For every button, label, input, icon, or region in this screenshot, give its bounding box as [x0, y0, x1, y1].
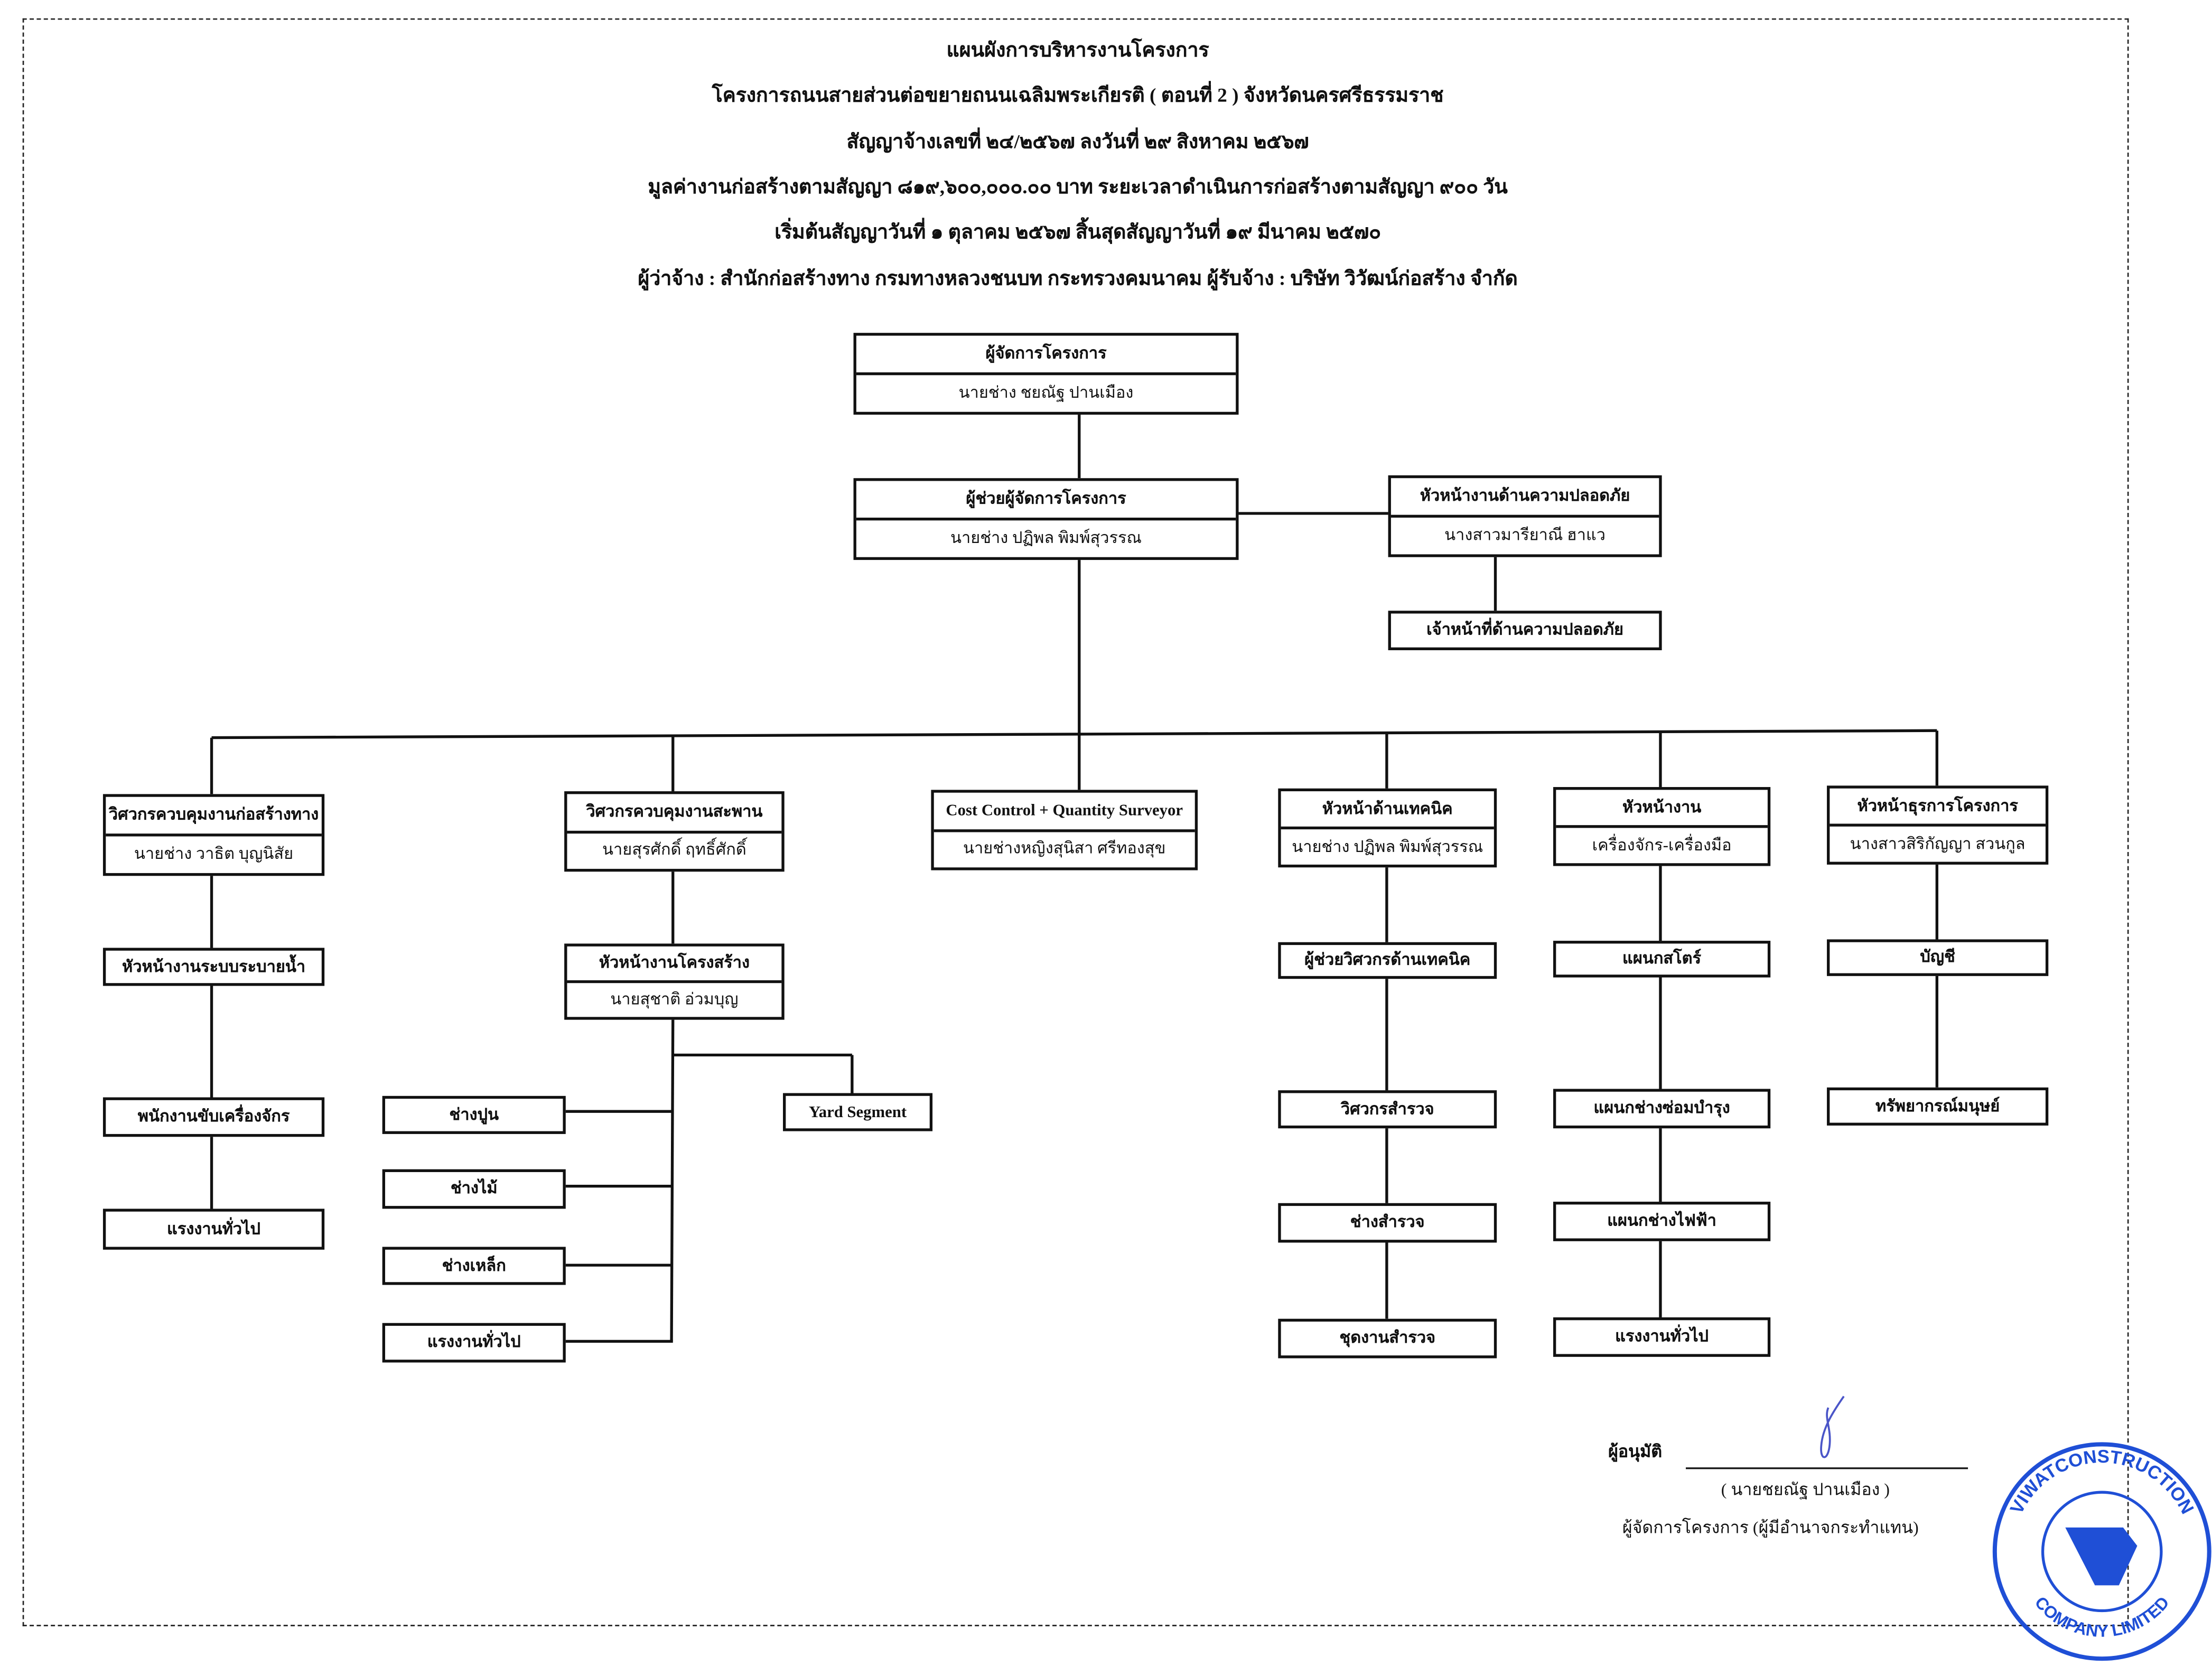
box-title: วิศวกรสำรวจ	[1340, 1101, 1434, 1118]
box-title: แรงงานทั่วไป	[167, 1221, 261, 1238]
box-person: นายช่าง ปฏิพล พิมพ์สุวรรณ	[1281, 826, 1494, 865]
general-labor-box: แรงงานทั่วไป	[382, 1323, 566, 1363]
project-name: โครงการถนนสายส่วนต่อขยายถนนเฉลิมพระเกียร…	[712, 86, 1444, 107]
box-title: วิศวกรควบคุมงานก่อสร้างทาง	[108, 807, 319, 824]
box-person: นายช่าง ชยณัฐ ปานเมือง	[856, 372, 1236, 412]
admin-head-box: หัวหน้าธุรการโครงการ นางสาวสิริกัญญา สวน…	[1827, 785, 2049, 865]
assistant-pm-box: ผู้ช่วยผู้จัดการโครงการ นายช่าง ปฏิพล พิ…	[853, 478, 1239, 560]
box-person: นายช่าง วาธิต บุญนิสัย	[106, 833, 322, 873]
box-person: นายสุชาติ อ่วมบุญ	[567, 980, 782, 1017]
box-title: Yard Segment	[808, 1103, 907, 1121]
dashed-frame	[22, 18, 2129, 1626]
contract-parties: ผู้ว่าจ้าง : สำนักก่อสร้างทาง กรมทางหลวง…	[638, 269, 1518, 291]
box-title: หัวหน้างาน	[1622, 799, 1702, 816]
box-title: หัวหน้าธุรการโครงการ	[1857, 798, 2018, 815]
stamp-text-bottom: COMPANY LIMITED	[2031, 1593, 2173, 1641]
box-person: นางสาวสิริกัญญา สวนกูล	[1830, 823, 2046, 861]
box-title: พนักงานขับเครื่องจักร	[137, 1108, 290, 1126]
box-title: หัวหน้างานระบบระบายน้ำ	[122, 958, 306, 976]
contract-period: เริ่มต้นสัญญาวันที่ ๑ ตุลาคม ๒๕๖๗ สิ้นสุ…	[774, 222, 1382, 244]
machine-operator-box: พนักงานขับเครื่องจักร	[102, 1097, 325, 1137]
contract-info: สัญญาจ้างเลขที่ ๒๔/๒๕๖๗ ลงวันที่ ๒๙ สิงห…	[846, 133, 1309, 154]
box-title: ช่างปูน	[449, 1106, 499, 1123]
cost-control-box: Cost Control + Quantity Surveyor นายช่าง…	[931, 790, 1198, 870]
survey-engineer-box: วิศวกรสำรวจ	[1278, 1090, 1497, 1129]
structure-head-box: หัวหน้างานโครงสร้าง นายสุชาติ อ่วมบุญ	[564, 943, 785, 1020]
box-title: หัวหน้างานด้านความปลอดภัย	[1420, 488, 1630, 505]
box-title: ช่างสำรวจ	[1350, 1214, 1425, 1232]
general-labor-box: แรงงานทั่วไป	[102, 1209, 325, 1250]
box-title: Cost Control + Quantity Surveyor	[946, 802, 1183, 819]
project-manager-box: ผู้จัดการโครงการ นายช่าง ชยณัฐ ปานเมือง	[853, 333, 1239, 415]
box-person: นายช่างหญิงสุนิสา ศรีทองสุข	[934, 828, 1195, 867]
box-title: ผู้จัดการโครงการ	[985, 345, 1107, 363]
human-resources-box: ทรัพยากรณ์มนุษย์	[1827, 1087, 2049, 1126]
approver-label: ผู้อนุมัติ	[1608, 1441, 1663, 1462]
general-labor-box: แรงงานทั่วไป	[1553, 1317, 1771, 1357]
drainage-head-box: หัวหน้างานระบบระบายน้ำ	[102, 948, 325, 986]
carpenter-box: ช่างไม้	[382, 1169, 566, 1209]
box-title: แผนกช่างไฟฟ้า	[1607, 1213, 1716, 1230]
surveyor-box: ช่างสำรวจ	[1278, 1203, 1497, 1243]
steel-worker-box: ช่างเหล็ก	[382, 1247, 566, 1285]
maintenance-dept-box: แผนกช่างซ่อมบำรุง	[1553, 1089, 1771, 1129]
box-title: แผนกสโตร์	[1622, 950, 1702, 968]
box-person: นายช่าง ปฏิพล พิมพ์สุวรรณ	[856, 518, 1236, 557]
bridge-engineer-box: วิศวกรควบคุมงานสะพาน นายสุรศักดิ์ ฤทธิ์ศ…	[564, 791, 785, 872]
box-title: ช่างไม้	[450, 1181, 498, 1198]
technical-head-box: หัวหน้าด้านเทคนิค นายช่าง ปฏิพล พิมพ์สุว…	[1278, 788, 1497, 868]
survey-team-box: ชุดงานสำรวจ	[1278, 1318, 1497, 1359]
box-title: แรงงานทั่วไป	[1615, 1328, 1709, 1346]
asst-tech-engineer-box: ผู้ช่วยวิศวกรด้านเทคนิค	[1278, 942, 1497, 979]
box-title: ช่างเหล็ก	[442, 1257, 506, 1275]
safety-officer-box: เจ้าหน้าที่ด้านความปลอดภัย	[1388, 611, 1662, 651]
mason-box: ช่างปูน	[382, 1095, 566, 1134]
machinery-head-box: หัวหน้างาน เครื่องจักร-เครื่องมือ	[1553, 787, 1771, 866]
stamp-text-top: VIWATCONSTRUCTION	[2006, 1447, 2197, 1518]
yard-segment-box: Yard Segment	[783, 1093, 933, 1131]
box-person: เครื่องจักร-เครื่องมือ	[1556, 825, 1768, 863]
doc-title: แผนผังการบริหารงานโครงการ	[946, 41, 1209, 62]
box-title: เจ้าหน้าที่ด้านความปลอดภัย	[1426, 622, 1624, 639]
box-person: นายสุรศักดิ์ ฤทธิ์ศักดิ์	[567, 830, 782, 868]
box-title: หัวหน้าด้านเทคนิค	[1322, 800, 1453, 818]
box-title: หัวหน้างานโครงสร้าง	[599, 954, 750, 972]
box-title: ผู้ช่วยผู้จัดการโครงการ	[966, 491, 1126, 508]
box-title: ทรัพยากรณ์มนุษย์	[1875, 1098, 2000, 1115]
approver-name: ( นายชยณัฐ ปานเมือง )	[1721, 1479, 1890, 1500]
approver-position: ผู้จัดการโครงการ (ผู้มีอำนาจกระทำแทน)	[1622, 1518, 1919, 1538]
box-title: ชุดงานสำรวจ	[1339, 1330, 1436, 1347]
box-title: บัญชี	[1920, 949, 1955, 967]
accounting-box: บัญชี	[1827, 939, 2049, 976]
box-title: แรงงานทั่วไป	[427, 1334, 521, 1352]
electrical-dept-box: แผนกช่างไฟฟ้า	[1553, 1202, 1771, 1241]
box-title: แผนกช่างซ่อมบำรุง	[1593, 1100, 1730, 1117]
box-title: ผู้ช่วยวิศวกรด้านเทคนิค	[1304, 952, 1471, 969]
store-dept-box: แผนกสโตร์	[1553, 941, 1771, 978]
contract-value: มูลค่างานก่อสร้างตามสัญญา ๘๑๙,๖๐๐,๐๐๐.๐๐…	[648, 177, 1508, 199]
safety-head-box: หัวหน้างานด้านความปลอดภัย นางสาวมารียาณี…	[1388, 475, 1662, 557]
road-engineer-box: วิศวกรควบคุมงานก่อสร้างทาง นายช่าง วาธิต…	[102, 794, 325, 876]
box-person: นางสาวมารียาณี ฮาแว	[1390, 514, 1659, 555]
box-title: วิศวกรควบคุมงานสะพาน	[586, 803, 763, 821]
